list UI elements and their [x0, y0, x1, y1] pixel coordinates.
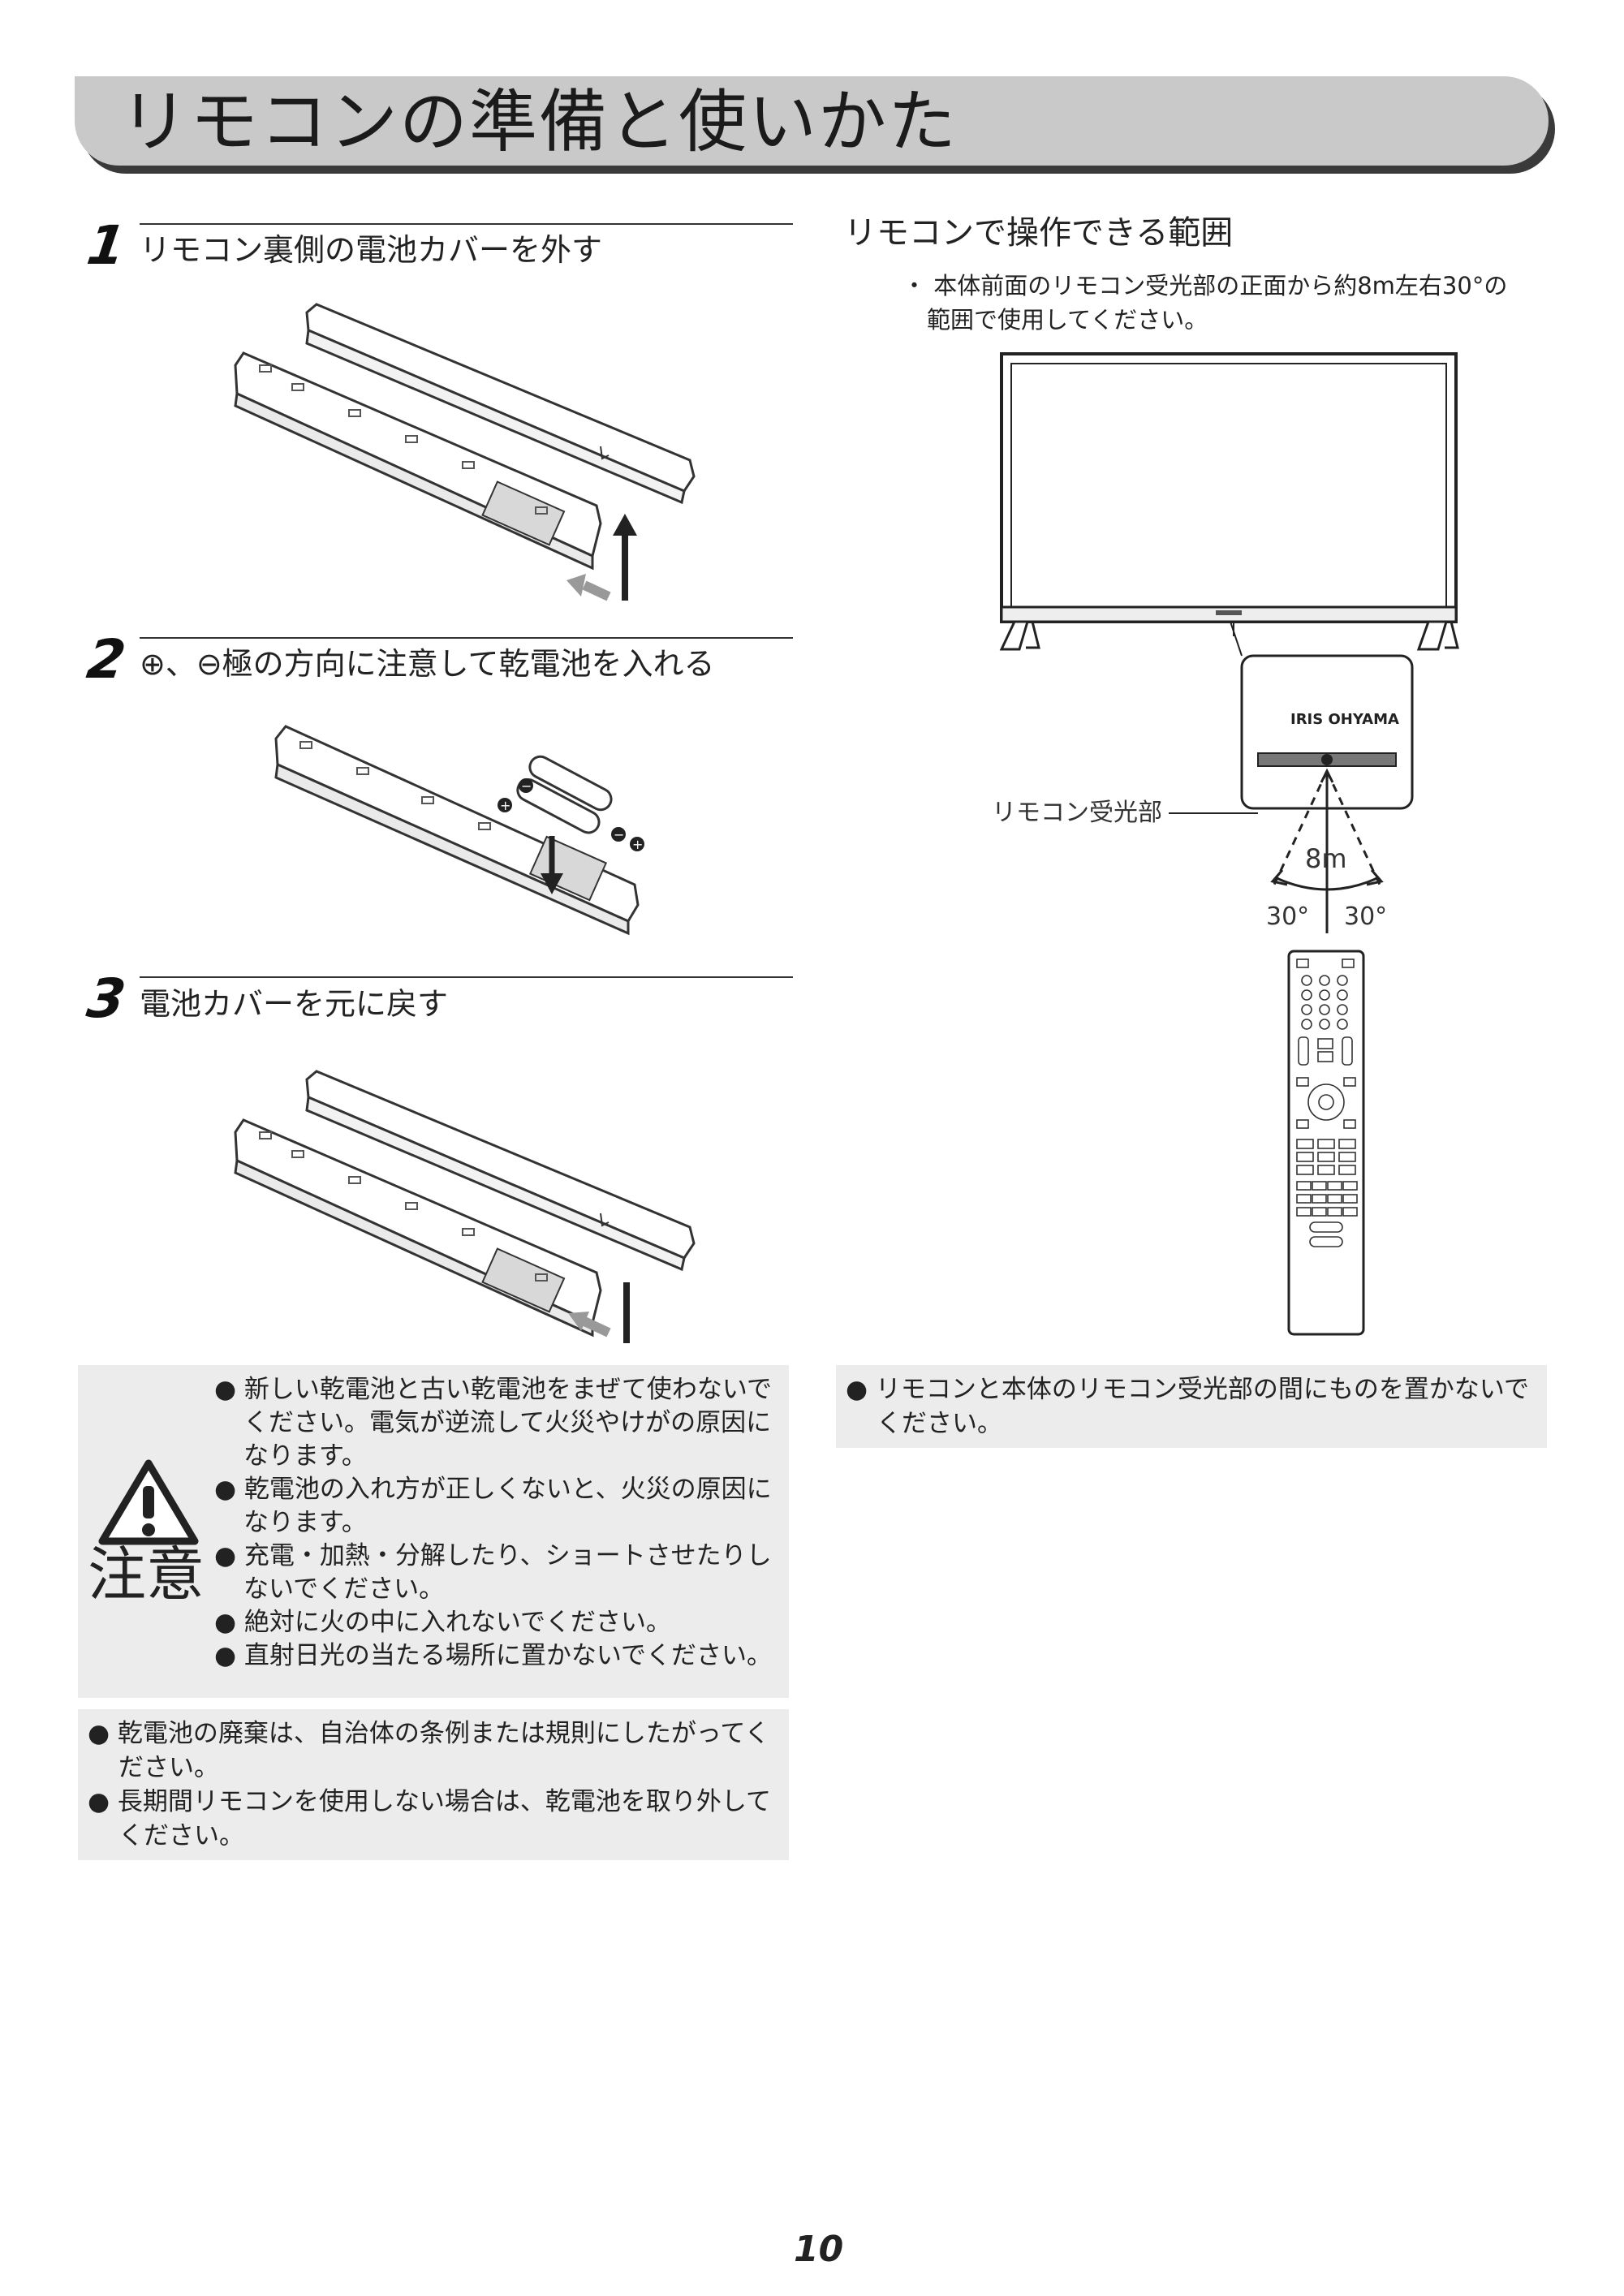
right-note-line-2: ください。: [877, 1409, 1002, 1438]
remote-close-cover-illustration: [234, 1070, 696, 1343]
caution-line-4: ● 乾電池の入れ方が正しくないと、火災の原因に: [214, 1475, 772, 1504]
remote-front-illustration: [1287, 950, 1365, 1336]
angle-right-label: 30°: [1344, 902, 1388, 931]
step-3-text: 電池カバーを元に戻す: [140, 986, 449, 1022]
angle-left-label: 30°: [1266, 902, 1310, 931]
svg-text:−: −: [521, 778, 532, 794]
battery-insert-illustration: − + − +: [274, 725, 644, 936]
step-1-text: リモコン裏側の電池カバーを外す: [140, 232, 603, 268]
disposal-line-4: ください。: [118, 1821, 244, 1850]
page-title: リモコンの準備と使いかた: [120, 82, 958, 162]
tv-range-diagram: [999, 352, 1459, 933]
disposal-line-2: ださい。: [118, 1753, 219, 1782]
step-2-text: ⊕、⊖極の方向に注意して乾電池を入れる: [140, 646, 715, 682]
caution-box: [78, 1365, 789, 1698]
caution-line-2: ください。電気が逆流して火災やけがの原因に: [243, 1408, 772, 1437]
svg-text:+: +: [500, 798, 510, 813]
step-3-number: 3: [83, 967, 130, 1030]
right-note-line-1: ● リモコンと本体のリモコン受光部の間にものを置かないで: [846, 1375, 1529, 1404]
step-2-number: 2: [83, 628, 130, 691]
caution-line-5: なります。: [243, 1508, 367, 1537]
disposal-line-1: ● 乾電池の廃棄は、自治体の条例または規則にしたがってく: [88, 1719, 770, 1748]
svg-text:+: +: [632, 837, 643, 852]
caution-line-6: ● 充電・加熱・分解したり、ショートさせたりし: [214, 1541, 772, 1570]
distance-label: 8m: [1305, 843, 1347, 874]
warning-triangle-icon: [98, 1459, 199, 1545]
step-1-rule: [140, 223, 793, 225]
caution-line-8: ● 絶対に火の中に入れないでください。: [214, 1608, 671, 1637]
svg-text:−: −: [614, 827, 624, 842]
title-bar: [75, 76, 1549, 166]
page-number: 10: [794, 2229, 844, 2270]
right-note-box: [836, 1365, 1547, 1448]
range-description-line-1: ・ 本体前面のリモコン受光部の正面から約8m左右30°の: [902, 272, 1508, 299]
sensor-label: リモコン受光部: [992, 799, 1162, 827]
caution-line-7: ないでください。: [243, 1574, 445, 1604]
caution-line-9: ● 直射日光の当たる場所に置かないでください。: [214, 1641, 772, 1670]
step-1-number: 1: [83, 214, 130, 277]
brand-label: IRIS OHYAMA: [1290, 711, 1399, 728]
step-3-rule: [140, 976, 793, 978]
caution-label: 注意: [88, 1540, 205, 1609]
remote-open-cover-illustration: [234, 303, 696, 601]
disposal-line-3: ● 長期間リモコンを使用しない場合は、乾電池を取り外して: [88, 1787, 771, 1816]
caution-line-1: ● 新しい乾電池と古い乾電池をまぜて使わないで: [214, 1375, 772, 1404]
step-2-rule: [140, 637, 793, 639]
caution-line-3: なります。: [243, 1441, 367, 1471]
range-heading: リモコンで操作できる範囲: [844, 214, 1234, 252]
range-description-line-2: 範囲で使用してください。: [927, 306, 1208, 334]
disposal-note-box: [78, 1709, 789, 1860]
